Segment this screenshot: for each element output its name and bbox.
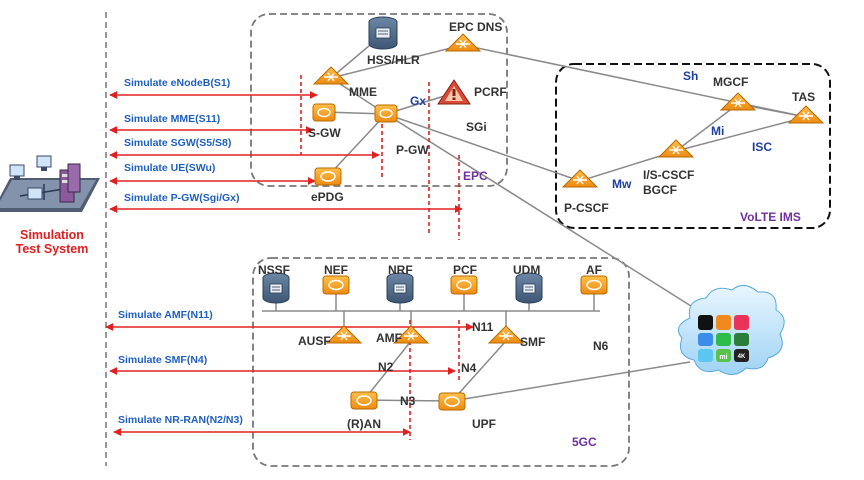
ims-label: VoLTE IMS	[740, 210, 801, 224]
play-app-icon	[734, 315, 749, 330]
n4-label: N4	[461, 361, 477, 375]
pcscf-router-icon	[561, 169, 599, 188]
epc-label: EPC	[463, 169, 488, 183]
isc-label: ISC	[752, 140, 773, 154]
ran-label: (R)AN	[347, 417, 381, 431]
sim-label-smf: Simulate SMF(N4)	[118, 354, 208, 366]
ausf-router-icon	[325, 325, 363, 344]
sim-label-sgw: Simulate SGW(S5/S8)	[124, 137, 232, 149]
n6-label: N6	[593, 339, 609, 353]
camera-app-icon	[716, 315, 731, 330]
tas-label: TAS	[792, 90, 816, 104]
amf-label: AMF	[376, 331, 402, 345]
pcf-label: PCF	[453, 263, 477, 277]
upf-label: UPF	[472, 417, 496, 431]
cloud-app-icon	[698, 349, 713, 362]
sgi-label: SGi	[466, 120, 487, 134]
chat-app-icon	[698, 333, 713, 346]
hss-label: HSS/HLR	[367, 53, 420, 67]
sim-label-amf: Simulate AMF(N11)	[118, 309, 213, 321]
ran-box-icon	[350, 391, 378, 410]
ausf-label: AUSF	[298, 334, 331, 348]
gx-label: Gx	[410, 94, 427, 108]
icscf-router-icon	[657, 139, 695, 158]
n3-label: N3	[400, 394, 416, 408]
tas-router-icon	[787, 105, 825, 124]
upf-box-icon	[438, 392, 466, 411]
nef-box-icon	[322, 275, 350, 295]
pcf-box-icon	[450, 275, 478, 295]
n11-label: N11	[472, 320, 494, 334]
bgcf-label: BGCF	[643, 183, 677, 197]
nrf-label: NRF	[388, 263, 413, 277]
epdg-box-icon	[314, 167, 342, 186]
test-system-icon	[0, 155, 100, 212]
system-title: Simulation Test System	[0, 228, 104, 257]
af-label: AF	[586, 263, 602, 277]
sim-label-pgw: Simulate P-GW(Sgi/Gx)	[124, 192, 240, 204]
svg-text:4K: 4K	[738, 354, 746, 360]
mgcf-router-icon	[719, 92, 757, 111]
fivegc-box	[252, 257, 630, 467]
af-box-icon	[580, 275, 608, 295]
mi-app-icon	[716, 349, 731, 362]
mme-router-icon	[312, 66, 350, 85]
fivegc-label: 5GC	[572, 435, 597, 449]
system-title-line1: Simulation	[20, 228, 84, 242]
amf-router-icon	[392, 325, 430, 344]
mi-label: Mi	[711, 124, 725, 138]
sim-label-ran: Simulate NR-RAN(N2/N3)	[118, 414, 243, 426]
n2-label: N2	[378, 360, 394, 374]
udm-label: UDM	[513, 263, 541, 277]
system-title-line2: Test System	[15, 242, 89, 257]
icscf-label: I/S-CSCF	[643, 168, 695, 182]
pgw-label: P-GW	[396, 143, 429, 157]
pcrf-warning-icon	[437, 79, 471, 105]
pgw-box-icon	[374, 104, 398, 123]
sh-label: Sh	[683, 69, 699, 83]
ims-box	[555, 63, 831, 229]
stream-app-icon	[734, 333, 749, 346]
sim-label-ue: Simulate UE(SWu)	[124, 162, 216, 174]
sim-label-mme: Simulate MME(S11)	[124, 113, 221, 125]
nef-label: NEF	[324, 263, 348, 277]
mgcf-label: MGCF	[713, 75, 749, 89]
mme-label: MME	[349, 85, 377, 99]
epdg-label: ePDG	[311, 190, 344, 204]
nssf-label: NSSF	[258, 263, 291, 277]
pcscf-label: P-CSCF	[564, 201, 609, 215]
sim-label-enodeb: Simulate eNodeB(S1)	[124, 77, 231, 89]
dns-router-icon	[444, 33, 482, 52]
dns-label: EPC DNS	[449, 20, 503, 34]
message-app-icon	[716, 333, 731, 346]
smf-label: SMF	[520, 335, 546, 349]
smf-router-icon	[487, 325, 525, 344]
mw-label: Mw	[612, 177, 632, 191]
video-app-icon	[698, 315, 713, 330]
epc-box	[250, 13, 508, 187]
sgw-label: S-GW	[308, 126, 341, 140]
sgw-box-icon	[312, 103, 336, 122]
4k-app-icon	[734, 349, 749, 362]
internet-cloud-icon: 4K mi	[677, 285, 785, 375]
pcrf-label: PCRF	[474, 85, 507, 99]
svg-text:mi: mi	[719, 354, 727, 361]
